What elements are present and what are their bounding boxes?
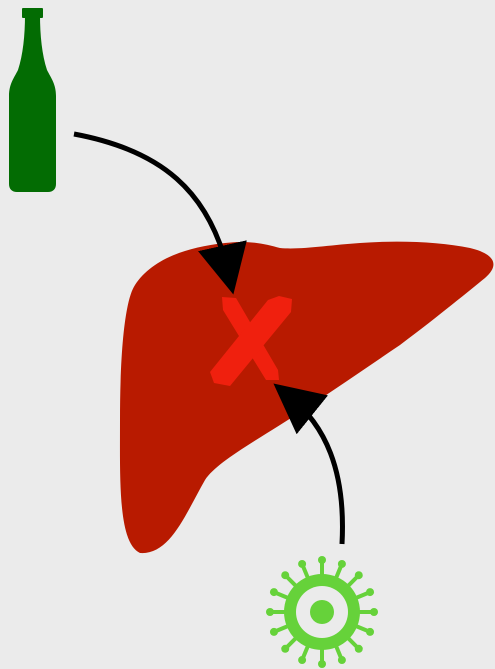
liver-icon [120,242,493,553]
arrow-virus-to-liver [289,396,342,544]
beer-bottle-icon [9,8,56,192]
virus-icon [266,556,378,668]
